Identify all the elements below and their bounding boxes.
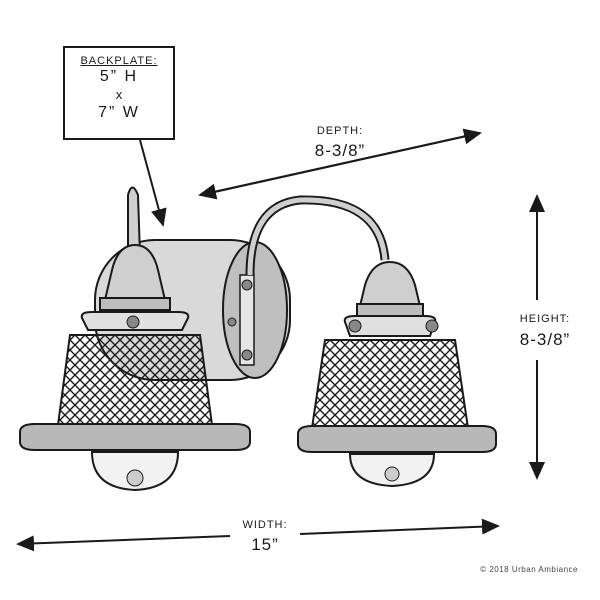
depth-label: DEPTH: [316,125,364,137]
height-value: 8-3/8” [519,330,571,349]
backplate-callout-arrow [139,139,167,227]
depth-value: 8-3/8” [314,141,366,160]
backplate-info-box: BACKPLATE: 5” H x 7” W [63,46,175,140]
arm-icon [245,195,390,276]
left-stem-icon [127,186,142,256]
copyright-text: © 2018 Urban Ambiance [480,565,578,574]
backplate-separator: x [115,87,123,102]
right-lamp-icon [297,260,497,488]
width-label: WIDTH: [242,519,288,531]
depth-arrow-icon [198,128,482,200]
right-bulb-icon [348,453,436,488]
left-lamp-icon [19,243,251,492]
backplate-width: 7” W [98,104,140,121]
width-arrow-icon [16,518,500,552]
height-label: HEIGHT: [519,313,571,325]
width-value: 15” [251,535,279,554]
backplate-title: BACKPLATE: [80,55,158,67]
left-bulb-icon [90,451,180,492]
backplate-height: 5” H [99,68,139,85]
